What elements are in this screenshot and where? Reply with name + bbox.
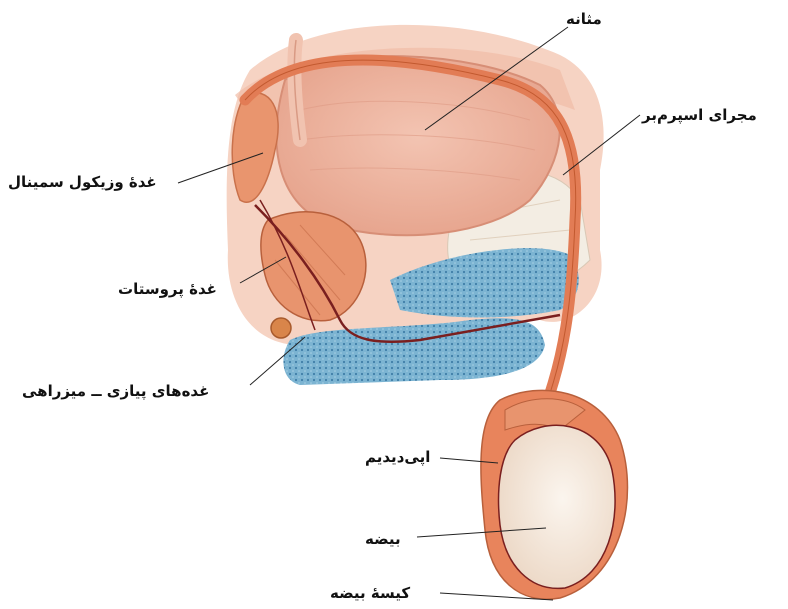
- label-seminal-vesicle: غدهٔ وزیکول سمینال: [8, 175, 157, 190]
- bulbourethral-gland-shape: [271, 318, 291, 338]
- label-epididymis: اپی‌دیدیم: [365, 450, 430, 465]
- label-bulbourethral-glands: غده‌های پیازی ــ میزراهی: [22, 384, 209, 399]
- label-scrotum: کیسهٔ بیضه: [330, 586, 410, 601]
- testis-shape: [499, 425, 616, 588]
- label-vas-deferens: مجرای اسپرم‌بر: [642, 108, 757, 123]
- label-testis: بیضه: [365, 532, 401, 547]
- label-bladder: مثانه: [566, 12, 602, 27]
- label-prostate: غدهٔ پروستات: [118, 282, 217, 297]
